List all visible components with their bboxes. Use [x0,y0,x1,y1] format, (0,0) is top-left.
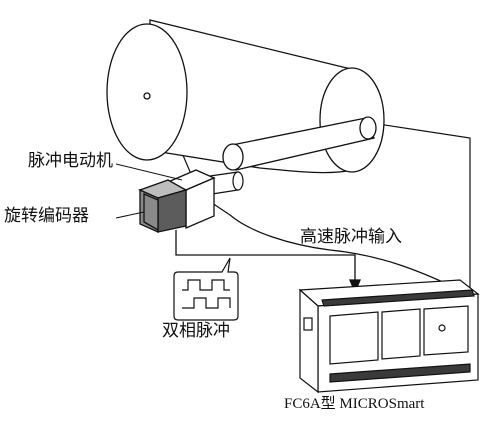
two-phase-pulse-label: 双相脉冲 [162,321,230,341]
plc-model-label: FC6A型 MICROSmart [284,396,425,412]
two-phase-waveform-icon [173,257,239,321]
rotary-encoder-icon [138,179,188,234]
high-speed-pulse-input-label: 高速脉冲输入 [300,227,402,247]
pulse-motor-label: 脉冲电动机 [28,151,113,171]
plc-unit-icon [298,279,480,394]
leader-lines [115,163,183,219]
rotary-encoder-label: 旋转编码器 [4,206,89,226]
small-roller-icon [222,116,377,171]
